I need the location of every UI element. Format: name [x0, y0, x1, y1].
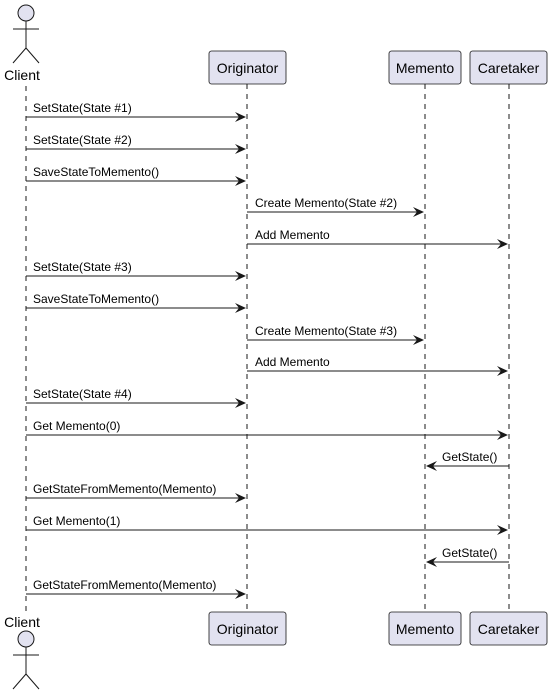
participant-box-originator-bottom: Originator — [208, 611, 287, 646]
message-1: SetState(State #2) — [26, 133, 246, 154]
arrowhead-icon — [235, 303, 246, 313]
arrowhead-icon — [426, 557, 437, 567]
participant-label-client: Client — [4, 67, 40, 83]
arrowhead-icon — [235, 493, 246, 503]
message-label: SetState(State #3) — [33, 260, 132, 274]
actor-figure-icon — [12, 4, 40, 64]
message-label: Get Memento(1) — [33, 514, 120, 528]
arrowhead-icon — [235, 176, 246, 186]
arrowhead-icon — [235, 144, 246, 154]
messages: SetState(State #1) SetState(State #2) Sa… — [26, 101, 509, 599]
message-label: SetState(State #2) — [33, 133, 132, 147]
message-0: SetState(State #1) — [26, 101, 246, 122]
actor-client-top: Client — [4, 4, 40, 83]
participants-bottom: Client Originator Memento Caretaker — [4, 611, 548, 690]
participant-box-memento-bottom: Memento — [388, 611, 462, 646]
participants-top: Client Originator Memento Caretaker — [4, 4, 548, 85]
arrowhead-icon — [497, 239, 508, 249]
actor-client-bottom: Client — [4, 614, 40, 690]
message-label: GetState() — [442, 450, 497, 464]
message-label: SetState(State #1) — [33, 101, 132, 115]
actor-figure-icon — [12, 630, 40, 690]
arrowhead-icon — [235, 589, 246, 599]
message-12: GetStateFromMemento(Memento) — [26, 482, 246, 503]
arrowhead-icon — [497, 366, 508, 376]
arrowhead-icon — [413, 335, 424, 345]
participant-box-caretaker: Caretaker — [469, 50, 548, 85]
message-14: GetState() — [426, 546, 509, 567]
message-7: Create Memento(State #3) — [247, 324, 424, 345]
message-10: Get Memento(0) — [26, 419, 508, 440]
message-label: Create Memento(State #3) — [255, 324, 397, 338]
message-11: GetState() — [426, 450, 509, 471]
participant-label-memento-bottom: Memento — [396, 621, 455, 637]
message-3: Create Memento(State #2) — [247, 196, 424, 217]
message-label: GetStateFromMemento(Memento) — [33, 482, 216, 496]
message-label: Get Memento(0) — [33, 419, 120, 433]
message-4: Add Memento — [247, 228, 508, 249]
arrowhead-icon — [235, 398, 246, 408]
arrowhead-icon — [497, 525, 508, 535]
message-label: GetStateFromMemento(Memento) — [33, 578, 216, 592]
participant-label-caretaker-bottom: Caretaker — [478, 621, 540, 637]
participant-box-originator: Originator — [208, 50, 287, 85]
participant-label-memento: Memento — [396, 60, 455, 76]
arrowhead-icon — [426, 461, 437, 471]
message-label: Add Memento — [255, 228, 330, 242]
message-label: SaveStateToMemento() — [33, 292, 159, 306]
arrowhead-icon — [235, 271, 246, 281]
message-9: SetState(State #4) — [26, 387, 246, 408]
arrowhead-icon — [235, 112, 246, 122]
participant-label-originator: Originator — [217, 60, 279, 76]
participant-box-memento: Memento — [388, 50, 462, 85]
participant-box-caretaker-bottom: Caretaker — [469, 611, 548, 646]
message-2: SaveStateToMemento() — [26, 165, 246, 186]
lifelines — [25, 84, 510, 612]
message-label: SaveStateToMemento() — [33, 165, 159, 179]
participant-label-originator-bottom: Originator — [217, 621, 279, 637]
arrowhead-icon — [413, 207, 424, 217]
message-5: SetState(State #3) — [26, 260, 246, 281]
message-label: SetState(State #4) — [33, 387, 132, 401]
message-label: Add Memento — [255, 355, 330, 369]
arrowhead-icon — [497, 430, 508, 440]
message-15: GetStateFromMemento(Memento) — [26, 578, 246, 599]
message-6: SaveStateToMemento() — [26, 292, 246, 313]
participant-label-caretaker: Caretaker — [478, 60, 540, 76]
participant-label-client-bottom: Client — [4, 614, 40, 630]
message-8: Add Memento — [247, 355, 508, 376]
message-13: Get Memento(1) — [26, 514, 508, 535]
message-label: Create Memento(State #2) — [255, 196, 397, 210]
message-label: GetState() — [442, 546, 497, 560]
